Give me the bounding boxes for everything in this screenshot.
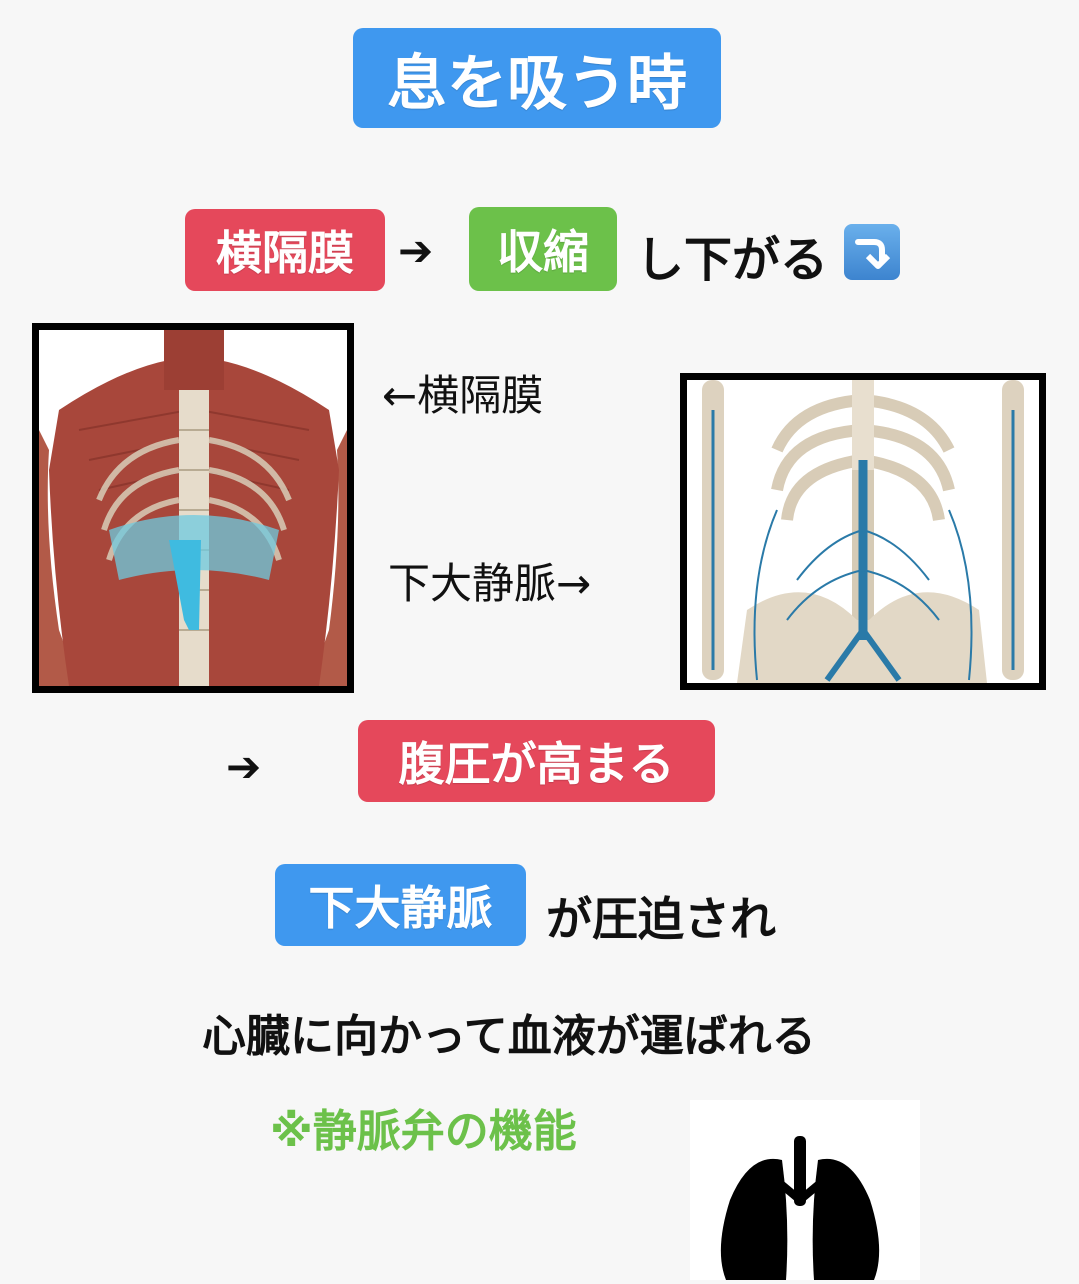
lungs-icon [690,1100,920,1280]
page-title: 息を吸う時 [353,28,721,128]
inferior-vena-cava-image [680,373,1046,690]
abdominal-pressure-badge: 腹圧が高まる [358,720,715,802]
diaphragm-badge: 横隔膜 [185,209,385,291]
ivc-pointer-label: 下大静脈→ [388,559,592,608]
venous-valve-note: ※静脈弁の機能 [270,1106,577,1157]
compressed-text: が圧迫され [546,892,776,946]
contract-badge: 収縮 [469,207,617,291]
arrow-right-icon: ➔ [398,226,434,275]
diaphragm-pointer-label: ←横隔膜 [382,371,544,420]
ivc-badge: 下大静脈 [275,864,526,946]
descends-text: し下がる [636,232,829,288]
blood-carried-text: 心臓に向かって血液が運ばれる [202,1011,816,1062]
arrow-right-icon: ➔ [226,742,262,791]
diaphragm-anatomy-image [32,323,354,693]
down-right-curved-arrow-icon [844,224,900,280]
